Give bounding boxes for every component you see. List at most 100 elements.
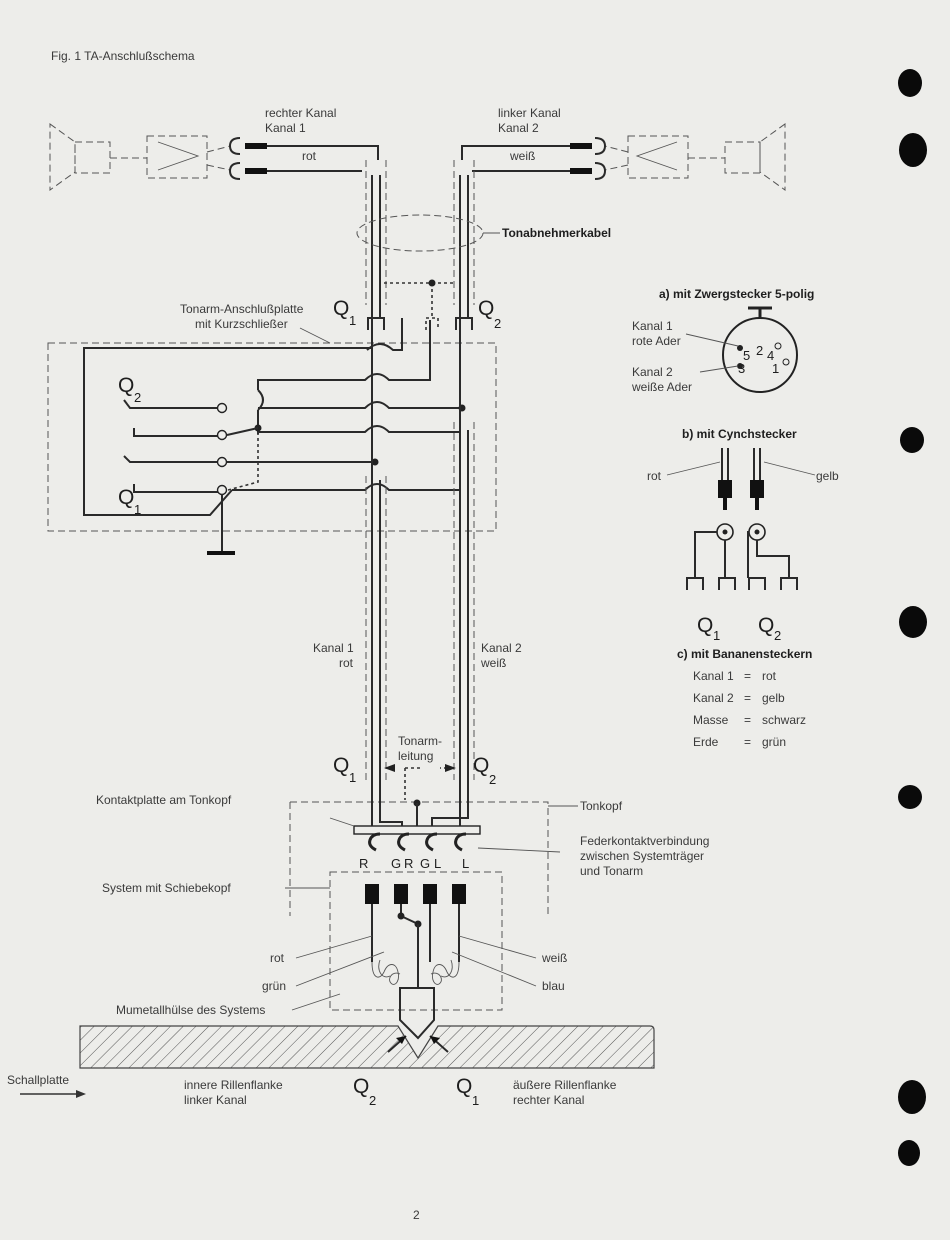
pin-r2: R [404, 856, 413, 871]
q1-plate-label: Q1 [333, 297, 356, 328]
left-wire-color: weiß [509, 149, 535, 163]
svg-text:Q: Q [758, 614, 774, 637]
banana-k2-eq: = [744, 691, 751, 705]
system-label: System mit Schiebekopf [102, 881, 231, 895]
pin-l2: L [462, 856, 469, 871]
cable-shields-top [356, 160, 500, 318]
contact-plate-label: Kontaktplatte am Tonkopf [96, 793, 232, 807]
svg-text:1: 1 [349, 313, 356, 328]
feder-label-3: und Tonarm [580, 864, 643, 878]
svg-text:2: 2 [489, 772, 496, 787]
weiss-label: weiß [541, 951, 567, 965]
q2-switch-label: Q2 [118, 374, 141, 405]
feder-label-1: Federkontaktverbindung [580, 834, 709, 848]
svg-text:Q: Q [333, 297, 349, 320]
din-k2-label: Kanal 2 [632, 365, 673, 379]
left-channel-number: Kanal 2 [498, 121, 539, 135]
banana-k1-value: rot [762, 669, 777, 683]
right-channel-label: rechter Kanal [265, 106, 336, 120]
kanal2-color: weiß [480, 656, 506, 670]
feder-label-2: zwischen Systemträger [580, 849, 704, 863]
banana-masse-eq: = [744, 713, 751, 727]
right-plugs [245, 143, 379, 174]
cable-label: Tonabnehmerkabel [502, 226, 611, 240]
plate-label: Tonarm-Anschlußplatte [180, 302, 304, 316]
record-groove [20, 1025, 655, 1098]
binder-holes [898, 69, 927, 1166]
cartridge-system [285, 871, 537, 1040]
svg-text:Q: Q [353, 1075, 369, 1098]
right-wire-color: rot [302, 149, 317, 163]
svg-text:Q: Q [697, 614, 713, 637]
svg-text:1: 1 [134, 502, 141, 517]
pin-l: L [434, 856, 441, 871]
banana-title: c) mit Bananensteckern [677, 647, 812, 661]
banana-k1-eq: = [744, 669, 751, 683]
kanal1-color: rot [339, 656, 354, 670]
figure-title: Fig. 1 TA-Anschlußschema [51, 49, 195, 63]
svg-text:2: 2 [774, 628, 781, 643]
banana-k2-name: Kanal 2 [693, 691, 734, 705]
plate-label-2: mit Kurzschließer [195, 317, 288, 331]
kanal1-label: Kanal 1 [313, 641, 354, 655]
svg-text:Q: Q [478, 297, 494, 320]
inner-groove-label: innere Rillenflanke [184, 1078, 283, 1092]
banana-k2-value: gelb [762, 691, 785, 705]
left-plugs [461, 143, 592, 174]
banana-masse-name: Masse [693, 713, 729, 727]
tonarm-label-2: leitung [398, 749, 433, 763]
din-k1-wire: rote Ader [632, 334, 681, 348]
tonearm-arrows [384, 764, 456, 772]
outer-groove-label: äußere Rillenflanke [513, 1078, 617, 1092]
pin-g2: G [420, 856, 430, 871]
din-connector [685, 306, 798, 393]
q1-groove-label: Q1 [456, 1075, 479, 1108]
page-number: 2 [413, 1208, 420, 1222]
q1-arm-label: Q1 [333, 754, 356, 785]
banana-masse-value: schwarz [762, 713, 806, 727]
banana-erde-name: Erde [693, 735, 719, 749]
schallplatte-label: Schallplatte [7, 1073, 69, 1087]
q2-arm-label: Q2 [473, 754, 496, 787]
din-pin-2: 2 [756, 343, 763, 358]
right-channel-number: Kanal 1 [265, 121, 306, 135]
din-pin-5: 5 [743, 348, 750, 363]
q2-groove-label: Q2 [353, 1075, 376, 1108]
q1-switch-label: Q1 [118, 486, 141, 517]
left-channel-label: linker Kanal [498, 106, 561, 120]
svg-text:Q: Q [456, 1075, 472, 1098]
q2-plate-label: Q2 [478, 297, 501, 331]
cinch-title: b) mit Cynchstecker [682, 427, 797, 441]
cinch-connector [666, 448, 816, 590]
cinch-gelb: gelb [816, 469, 839, 483]
inner-groove-channel: linker Kanal [184, 1093, 247, 1107]
svg-text:1: 1 [349, 770, 356, 785]
svg-text:1: 1 [713, 628, 720, 643]
tonarm-label: Tonarm- [398, 734, 442, 748]
gruen-label: grün [262, 979, 286, 993]
mumetal-label: Mumetallhülse des Systems [116, 1003, 265, 1017]
left-speaker-chain [594, 123, 786, 191]
din-k2-wire: weiße Ader [631, 380, 692, 394]
outer-groove-channel: rechter Kanal [513, 1093, 584, 1107]
tonkopf [289, 780, 578, 916]
tonearm-plate-outline [47, 342, 497, 532]
svg-text:1: 1 [472, 1093, 479, 1108]
plate-prongs [367, 317, 473, 330]
banana-erde-eq: = [744, 735, 751, 749]
right-speaker-chain [49, 123, 241, 191]
svg-text:2: 2 [134, 390, 141, 405]
blau-label: blau [542, 979, 565, 993]
pin-r: R [359, 856, 368, 871]
banana-erde-value: grün [762, 735, 786, 749]
plate-wiring [83, 318, 466, 780]
kanal2-label: Kanal 2 [481, 641, 522, 655]
tonearm-shields [365, 422, 475, 800]
svg-text:Q: Q [118, 374, 134, 397]
rot-label: rot [270, 951, 285, 965]
svg-text:Q: Q [333, 754, 349, 777]
